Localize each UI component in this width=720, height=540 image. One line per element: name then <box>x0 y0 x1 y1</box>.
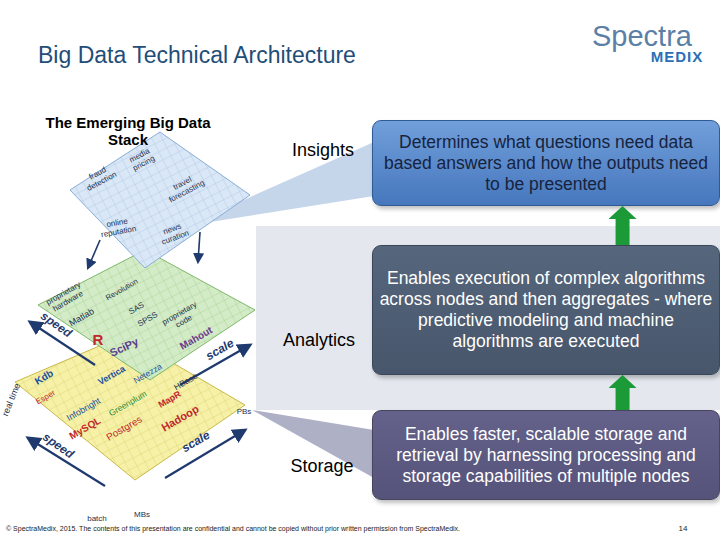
footer-note: © SpectraMedix, 2015. The contents of th… <box>6 525 460 533</box>
insights-plane <box>70 132 250 268</box>
slide-title: Big Data Technical Architecture <box>38 42 356 69</box>
logo-text: MEDIX <box>651 49 704 66</box>
axis-label: PBs <box>237 408 252 417</box>
flow-arrow <box>616 388 630 410</box>
callout-box: Enables faster, scalable storage and ret… <box>372 410 720 500</box>
callout-text: Enables execution of complex algorithms … <box>379 268 713 352</box>
layer-name: Insights <box>292 141 354 161</box>
layer-name: Analytics <box>283 331 355 351</box>
stack-heading: The Emerging Big Data Stack <box>28 115 228 148</box>
background-panel <box>256 226 720 410</box>
tech-name: R <box>93 332 104 349</box>
callout-tail <box>252 410 374 478</box>
page-number: 14 <box>679 525 688 534</box>
callout-box: Determines what questions need data base… <box>372 120 720 206</box>
flow-arrow <box>88 240 100 268</box>
callout-text: Determines what questions need data base… <box>379 132 713 195</box>
flow-arrow <box>198 232 200 262</box>
layer-name: Storage <box>290 457 353 477</box>
axis-label: batch <box>87 515 107 524</box>
axis-label: MBs <box>134 511 150 520</box>
axis-label: real time <box>1 382 23 418</box>
callout-text: Enables faster, scalable storage and ret… <box>379 424 713 487</box>
callout-box: Enables execution of complex algorithms … <box>372 245 720 375</box>
flow-arrow <box>616 219 630 245</box>
